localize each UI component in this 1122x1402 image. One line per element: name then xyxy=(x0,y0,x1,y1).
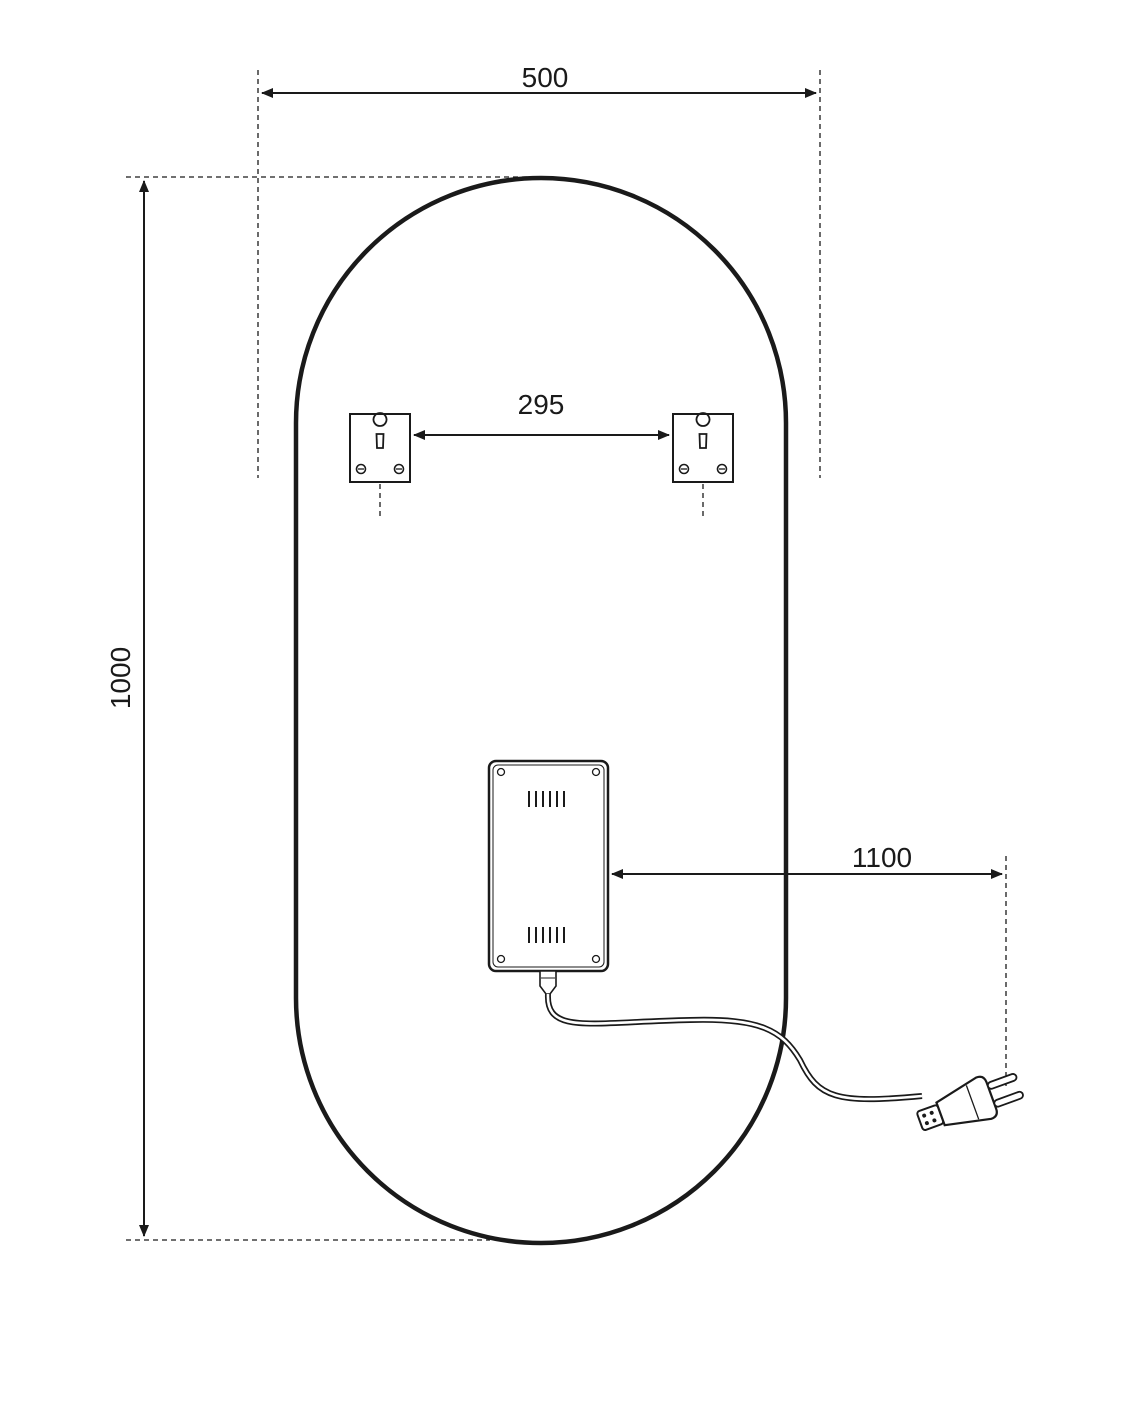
width-label: 500 xyxy=(522,62,569,93)
right-mounting-bracket xyxy=(672,412,734,483)
power-cable xyxy=(544,993,923,1103)
screw-icon xyxy=(716,463,728,475)
cable-length-dimension: 1100 xyxy=(611,842,1003,879)
power-supply-box xyxy=(487,759,610,995)
cable-length-label: 1100 xyxy=(852,842,912,873)
bracket-spacing-label: 295 xyxy=(518,389,565,420)
plug-icon xyxy=(916,1073,1024,1131)
left-mounting-bracket xyxy=(349,412,411,483)
screw-icon xyxy=(678,463,690,475)
height-dimension: 1000 xyxy=(105,180,149,1237)
extension-lines xyxy=(126,70,1007,1241)
screw-icon xyxy=(393,463,405,475)
bracket-spacing-dimension: 295 xyxy=(413,389,670,440)
keyhole-icon xyxy=(695,412,711,449)
mirror-outline xyxy=(293,175,789,1246)
screw-icon xyxy=(355,463,367,475)
width-dimension: 500 xyxy=(261,62,817,98)
vent-slots xyxy=(528,791,565,943)
height-label: 1000 xyxy=(105,647,136,709)
keyhole-icon xyxy=(372,412,388,449)
